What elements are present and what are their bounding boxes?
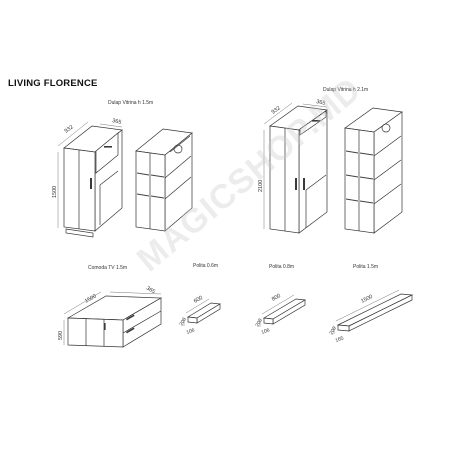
caption-polita-06: Polita 0.6m <box>193 263 219 269</box>
polita-08-drawing <box>259 294 307 327</box>
polita-15-drawing <box>333 289 414 334</box>
dulap-21-width-label: 932 <box>271 105 282 115</box>
dulap-15-height-label: 1500 <box>52 186 58 198</box>
polita-15-depth-label: 165 <box>335 335 345 344</box>
dulap-21-height-label: 2100 <box>258 180 264 192</box>
comoda-tv-drawing <box>63 291 163 348</box>
caption-polita-08: Polita 0.8m <box>269 264 295 270</box>
dulap-21-front-drawing <box>263 102 328 234</box>
caption-dulap-21: Dulap Vitrina h 2.1m <box>323 87 369 93</box>
page-title: LIVING FLORENCE <box>8 78 98 89</box>
polita-08-height-label: 200 <box>255 318 264 328</box>
caption-polita-15: Polita 1.5m <box>353 264 379 270</box>
caption-dulap-15: Dulap Vitrina h 1.5m <box>108 100 154 106</box>
comoda-height-label: 590 <box>58 331 64 340</box>
polita-08-depth-label: 106 <box>261 327 271 336</box>
polita-06-width-label: 600 <box>193 295 204 305</box>
comoda-width-label: 1500 <box>84 293 98 304</box>
dulap-21-depth-label: 365 <box>316 99 326 107</box>
dulap-15-open-drawing <box>135 128 193 232</box>
dulap-15-front-drawing <box>57 121 123 238</box>
polita-06-drawing <box>183 298 222 326</box>
polita-15-height-label: 200 <box>329 326 338 336</box>
comoda-depth-label: 365 <box>145 286 156 296</box>
polita-06-depth-label: 106 <box>186 327 196 336</box>
polita-15-width-label: 1500 <box>360 294 374 305</box>
dulap-15-width-label: 932 <box>64 124 75 134</box>
dulap-15-depth-label: 365 <box>112 118 122 126</box>
dulap-21-open-drawing <box>344 107 403 234</box>
polita-06-height-label: 200 <box>179 317 188 327</box>
polita-08-width-label: 800 <box>271 293 282 303</box>
caption-comoda-tv: Comoda TV 1.5m <box>88 265 128 271</box>
